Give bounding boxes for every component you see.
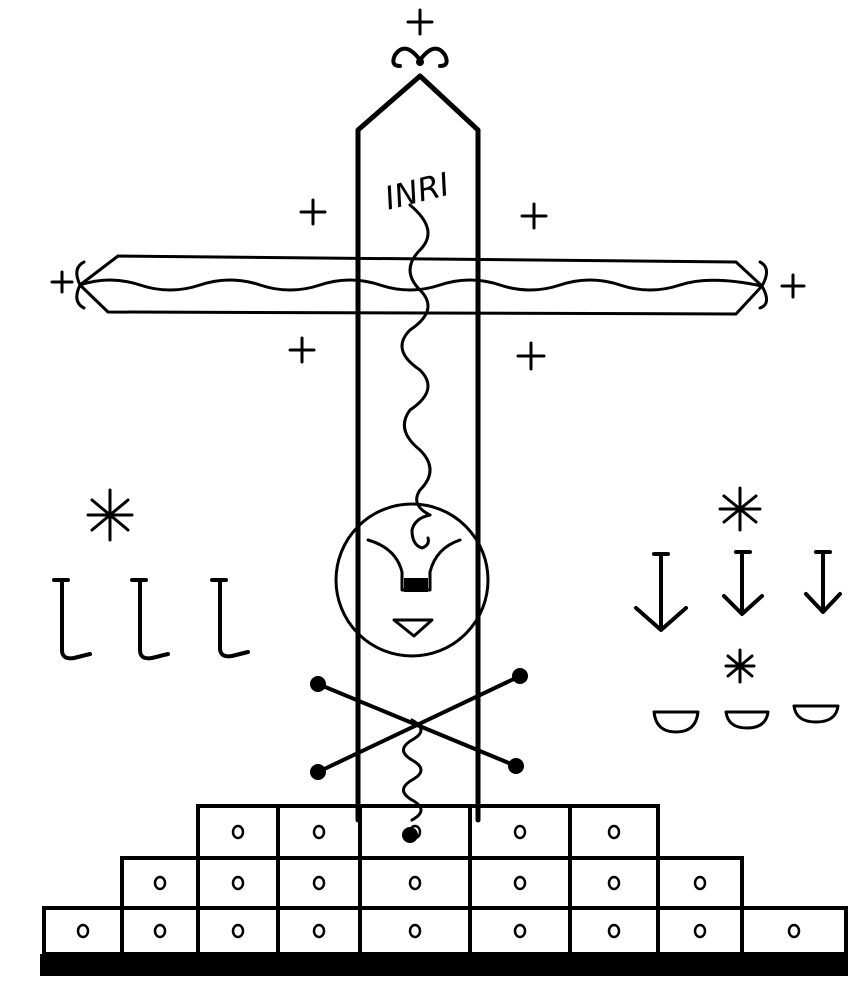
brick-dot-icon bbox=[312, 824, 326, 840]
brick-dot-icon bbox=[513, 824, 527, 840]
brick bbox=[358, 906, 472, 956]
brick bbox=[568, 804, 660, 860]
brick bbox=[120, 856, 200, 910]
plus-cross-icon bbox=[516, 341, 546, 371]
brick bbox=[568, 856, 660, 910]
plus-cross-icon bbox=[288, 336, 316, 364]
brick-dot-icon bbox=[513, 923, 527, 939]
brick-dot-icon bbox=[693, 875, 707, 891]
brick-dot-icon bbox=[312, 923, 326, 939]
brick bbox=[468, 804, 572, 860]
brick bbox=[196, 906, 280, 956]
brick bbox=[468, 906, 572, 956]
vertical-post bbox=[355, 73, 481, 823]
brick bbox=[276, 906, 362, 956]
brick bbox=[42, 906, 124, 956]
brick bbox=[276, 804, 362, 860]
brick bbox=[120, 906, 200, 956]
brick-dot-icon bbox=[231, 824, 245, 840]
brick-pyramid bbox=[42, 804, 848, 956]
brick-dot-icon bbox=[408, 824, 422, 840]
down-arrow-icon bbox=[804, 550, 842, 614]
brick-dot-icon bbox=[787, 923, 801, 939]
circle-emblem bbox=[334, 502, 490, 658]
down-arrow-icon bbox=[634, 552, 688, 632]
asterisk-star-icon bbox=[724, 648, 756, 684]
brick-dot-icon bbox=[513, 875, 527, 891]
hook-glyph-icon bbox=[130, 578, 170, 661]
brick bbox=[656, 906, 744, 956]
brick-dot-icon bbox=[231, 923, 245, 939]
cup-glyph-icon bbox=[652, 710, 700, 734]
plus-cross-icon bbox=[406, 8, 434, 36]
brick-dot-icon bbox=[153, 875, 167, 891]
brick bbox=[740, 906, 848, 956]
horizontal-beam bbox=[75, 254, 768, 316]
brick bbox=[276, 856, 362, 910]
brick-dot-icon bbox=[76, 923, 90, 939]
brick-dot-icon bbox=[408, 923, 422, 939]
brick-dot-icon bbox=[312, 875, 326, 891]
plus-cross-icon bbox=[520, 202, 548, 230]
asterisk-star-icon bbox=[86, 488, 134, 542]
brick bbox=[468, 856, 572, 910]
brick bbox=[196, 804, 280, 860]
brick bbox=[568, 906, 660, 956]
hook-glyph-icon bbox=[52, 578, 92, 661]
serpent-line bbox=[400, 203, 432, 550]
brick-dot-icon bbox=[693, 923, 707, 939]
lower-coil bbox=[402, 718, 423, 843]
plus-cross-icon bbox=[299, 198, 327, 226]
hook-glyph-icon bbox=[210, 578, 250, 659]
brick-dot-icon bbox=[607, 875, 621, 891]
brick-dot-icon bbox=[231, 875, 245, 891]
brick-dot-icon bbox=[607, 923, 621, 939]
top-finial bbox=[391, 46, 449, 68]
brick bbox=[656, 856, 744, 910]
brick bbox=[196, 856, 280, 910]
plus-cross-icon bbox=[780, 273, 806, 299]
down-arrow-icon bbox=[722, 550, 764, 616]
asterisk-star-icon bbox=[718, 486, 762, 532]
brick-dot-icon bbox=[408, 875, 422, 891]
plus-cross-icon bbox=[50, 270, 74, 294]
brick-dot-icon bbox=[153, 923, 167, 939]
ground-bar bbox=[40, 954, 848, 976]
brick-dot-icon bbox=[607, 824, 621, 840]
cup-glyph-icon bbox=[792, 704, 840, 724]
brick bbox=[358, 856, 472, 910]
cup-glyph-icon bbox=[724, 710, 770, 730]
